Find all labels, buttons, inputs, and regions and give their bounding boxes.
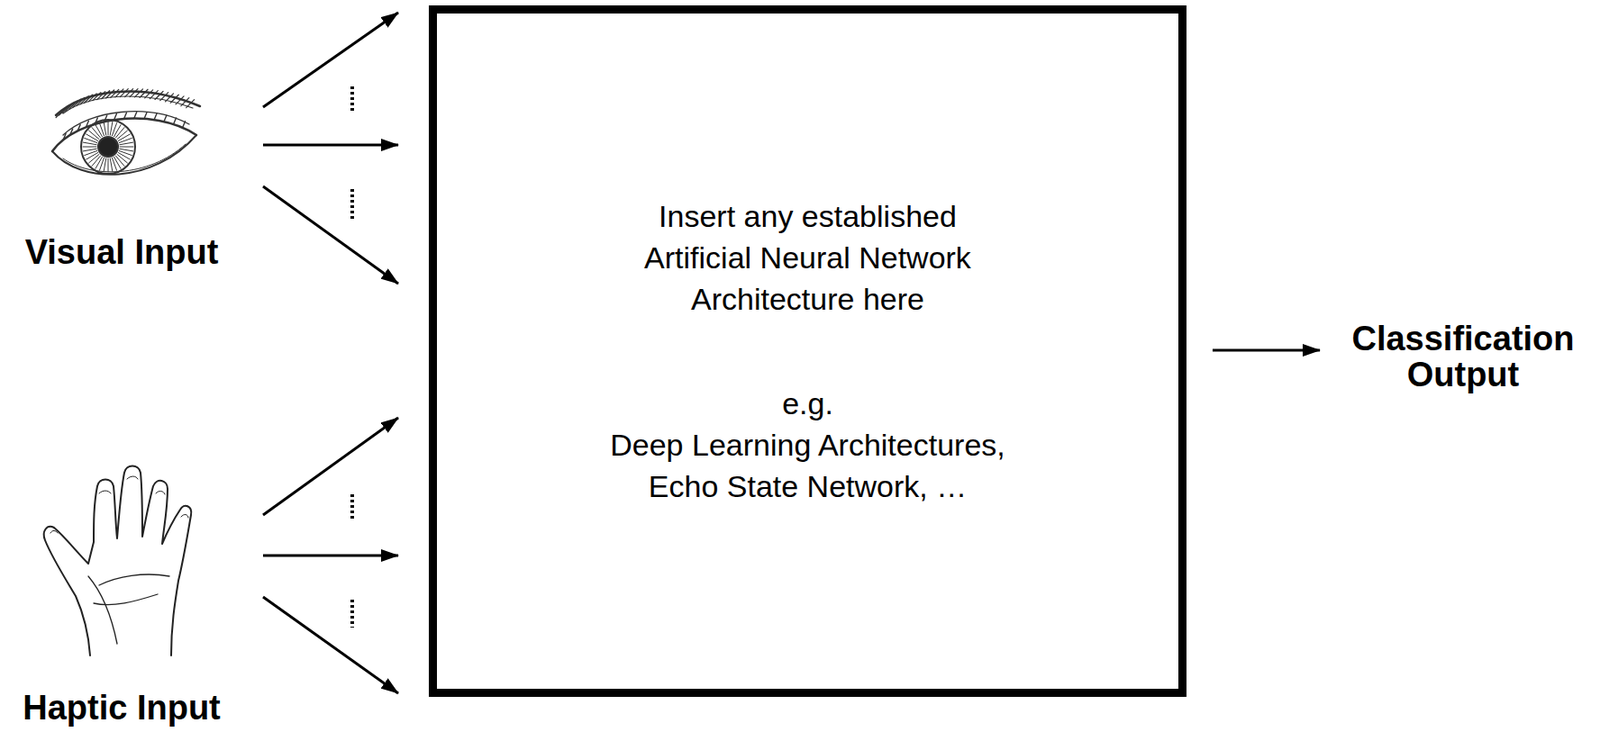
io-label-node: Visual Input (9, 76, 264, 271)
hand-illustration (44, 466, 192, 657)
io-label: Visual Input (9, 234, 235, 271)
ellipsis-dots (350, 86, 355, 628)
io-label: Haptic Input (9, 690, 235, 727)
input-arrow (263, 554, 399, 558)
input-arrow (263, 186, 399, 284)
line-spacer (853, 382, 1043, 419)
body-text: e.g. Deep Learning Architectures, Echo S… (609, 386, 1005, 504)
text-block: e.g. Deep Learning Architectures, Echo S… (573, 382, 1043, 508)
input-arrow (263, 12, 399, 108)
io-label: Classification Output (1328, 320, 1598, 393)
input-arrow (263, 597, 399, 694)
line-spacer (573, 382, 764, 419)
architecture-box: Insert any established Artificial Neural… (428, 5, 1187, 698)
eye-illustration (52, 89, 200, 175)
input-arrow (263, 418, 399, 516)
input-arrow (263, 144, 399, 147)
input-arrow (1212, 349, 1320, 353)
io-label-node: Haptic Input (9, 450, 264, 727)
io-label-node: Classification Output (1328, 315, 1598, 399)
body-text: Insert any established Artificial Neural… (614, 195, 1002, 320)
